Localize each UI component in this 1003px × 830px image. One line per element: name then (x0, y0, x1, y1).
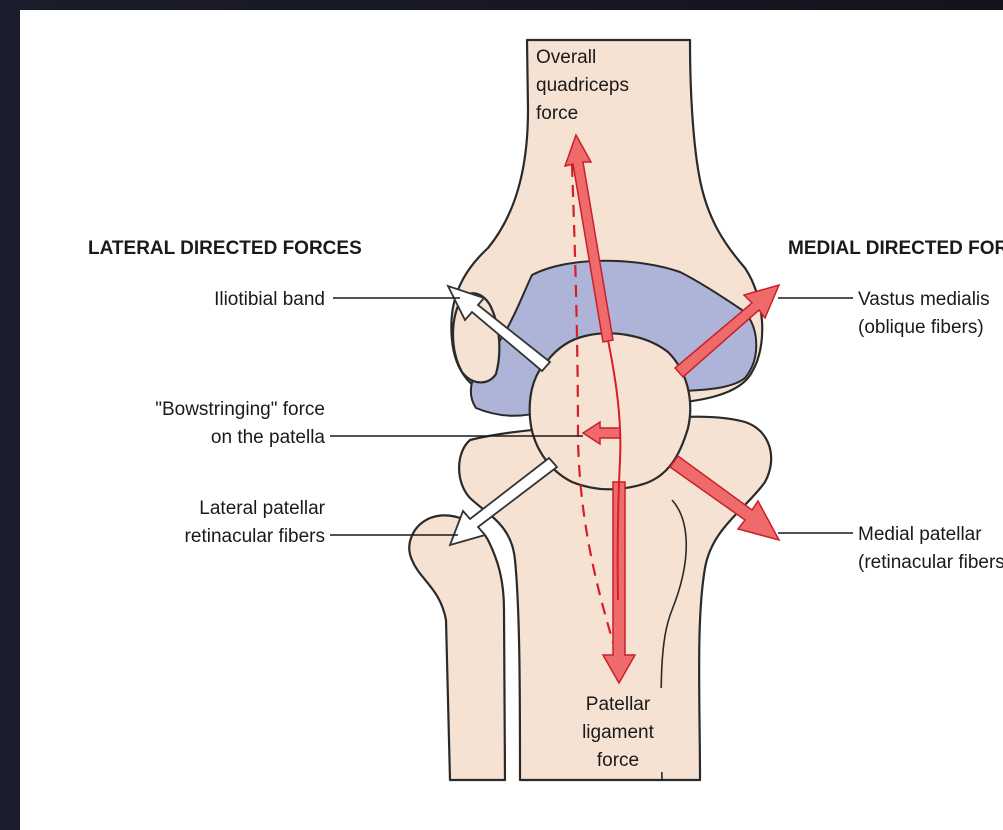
label-medial-retinacular-line2: (retinacular fibers) (858, 552, 1003, 573)
label-bowstringing-line1: "Bowstringing" force (155, 399, 325, 420)
label-medial-retinacular-line1: Medial patellar (858, 524, 982, 545)
ligament-label-line2: ligament (582, 722, 655, 743)
label-quadriceps-force: Overall quadriceps force (533, 42, 661, 127)
quadriceps-label-line3: force (536, 103, 578, 124)
heading-medial: MEDIAL DIRECTED FORCES (788, 238, 1003, 259)
knee-force-diagram: Overall quadriceps force Patellar ligame… (20, 10, 1003, 830)
ligament-label-line1: Patellar (586, 694, 651, 715)
label-lateral-retinacular-line2: retinacular fibers (185, 526, 325, 547)
label-patellar-ligament-force: Patellar ligament force (563, 688, 673, 772)
fibula (409, 515, 505, 780)
label-vastus-medialis-line2: (oblique fibers) (858, 317, 984, 338)
quadriceps-label-line2: quadriceps (536, 75, 629, 96)
diagram-canvas: Overall quadriceps force Patellar ligame… (20, 10, 1003, 830)
label-lateral-retinacular-line1: Lateral patellar (199, 498, 325, 519)
quadriceps-label-line1: Overall (536, 47, 596, 68)
heading-lateral: LATERAL DIRECTED FORCES (88, 238, 362, 259)
ligament-label-line3: force (597, 750, 639, 771)
label-bowstringing-line2: on the patella (211, 427, 326, 448)
label-iliotibial-band: Iliotibial band (214, 289, 325, 310)
label-vastus-medialis-line1: Vastus medialis (858, 289, 990, 310)
